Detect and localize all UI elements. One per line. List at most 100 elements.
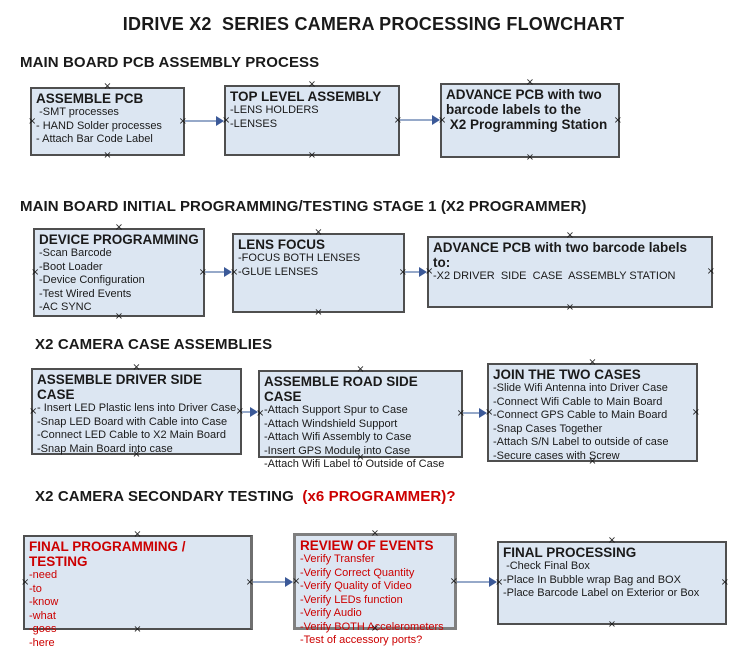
flow-box-assemble-pcb: ASSEMBLE PCB -SMT processes - HAND Solde…	[28, 81, 187, 161]
arrow-head-icon	[479, 408, 487, 418]
flow-arrow	[253, 577, 293, 587]
box-item: -LENS HOLDERS	[230, 104, 319, 117]
connector-handle-icon: ×	[356, 364, 365, 375]
connector-handle-icon: ×	[565, 230, 575, 241]
connector-handle-icon: ×	[103, 81, 112, 92]
box-item: -AC SYNC	[39, 301, 92, 314]
box-item: -Device Configuration	[39, 274, 145, 287]
arrow-head-icon	[216, 116, 224, 126]
box-item: -here	[29, 636, 55, 649]
box-item: -Connect Wifi Cable to Main Board	[493, 395, 663, 408]
flow-box-assemble-driver-side-case: ASSEMBLE DRIVER SIDE CASE - Insert LED P…	[29, 363, 244, 460]
box-item: -Attach Support Spur to Case	[264, 404, 408, 417]
connector-handle-icon: ×	[133, 529, 142, 540]
box-item: -Snap LED Board with Cable into Case	[37, 415, 228, 428]
box-item: -Verify Transfer	[300, 553, 375, 566]
connector-handle-icon: ×	[307, 150, 317, 161]
box-item: -Slide Wifi Antenna into Driver Case	[493, 382, 668, 395]
section-heading-initial-programming: MAIN BOARD INITIAL PROGRAMMING/TESTING S…	[20, 198, 587, 215]
flow-box-join-the-two-cases: JOIN THE TWO CASES -Slide Wifi Antenna i…	[485, 357, 700, 467]
box-title: TOP LEVEL ASSEMBLY	[230, 89, 382, 104]
box-item: -Place In Bubble wrap Bag and BOX	[503, 573, 681, 586]
box-title: DEVICE PROGRAMMING	[39, 232, 199, 247]
arrow-head-icon	[432, 115, 440, 125]
box-item: -Attach Wifi Label to Outside of Case	[264, 458, 445, 471]
flow-arrow	[405, 267, 427, 277]
box-item: - Attach Bar Code Label	[36, 133, 153, 146]
box-item: - HAND Solder processes	[36, 119, 162, 132]
flow-box-final-programming-testing: FINAL PROGRAMMING / TESTING -need -to -k…	[21, 529, 254, 649]
arrow-head-icon	[250, 407, 258, 417]
box-item: -LENSES	[230, 117, 278, 130]
flow-arrow	[457, 577, 497, 587]
box-item: -Scan Barcode	[39, 247, 112, 260]
connector-handle-icon: ×	[314, 307, 323, 318]
flow-box-assemble-road-side-case: ASSEMBLE ROAD SIDE CASE -Attach Support …	[256, 364, 465, 471]
arrow-shaft	[463, 412, 480, 414]
flow-box-lens-focus: LENS FOCUS -FOCUS BOTH LENSES -GLUE LENS…	[230, 227, 407, 318]
flow-box-advance-pcb-programming-station: ADVANCE PCB with two barcode labels to t…	[438, 78, 622, 163]
connector-handle-icon: ×	[103, 150, 112, 161]
connector-handle-icon: ×	[114, 311, 124, 322]
box-item: -Test of accessory ports?	[300, 634, 423, 647]
box-title: ASSEMBLE ROAD SIDE CASE	[264, 374, 422, 405]
flow-box-advance-pcb-driver-side-station: ADVANCE PCB with two barcode labels to: …	[425, 230, 715, 313]
connector-handle-icon: ×	[370, 528, 380, 539]
box-item: -Snap Main Board into case	[37, 442, 173, 455]
arrow-shaft	[400, 119, 433, 121]
arrow-shaft	[253, 581, 286, 583]
box-item: -GLUE LENSES	[238, 265, 319, 278]
box-title: ADVANCE PCB with two barcode labels to:	[433, 240, 691, 271]
flow-box-final-processing: FINAL PROCESSING -Check Final Box -Place…	[495, 536, 729, 630]
box-item: -Connect LED Cable to X2 Main Board	[37, 429, 226, 442]
box-item: -need	[29, 569, 58, 582]
flow-box-device-programming: DEVICE PROGRAMMING -Scan Barcode -Boot L…	[31, 222, 207, 322]
flow-box-review-of-events: REVIEW OF EVENTS -Verify Transfer -Verif…	[292, 528, 458, 647]
box-title: FINAL PROCESSING	[503, 545, 637, 560]
box-item: -Insert GPS Module into Case	[264, 444, 411, 457]
box-item: -SMT processes	[36, 106, 119, 119]
page-title: IDRIVE X2 SERIES CAMERA PROCESSING FLOWC…	[122, 14, 625, 34]
connector-handle-icon: ×	[114, 222, 124, 233]
section-heading-pcb-assembly: MAIN BOARD PCB ASSEMBLY PROCESS	[20, 54, 320, 71]
arrow-shaft	[405, 271, 420, 273]
connector-handle-icon: ×	[588, 357, 597, 368]
box-title: FINAL PROGRAMMING / TESTING	[29, 539, 190, 570]
arrow-head-icon	[489, 577, 497, 587]
connector-handle-icon: ×	[314, 227, 323, 238]
box-item: -what	[29, 609, 56, 622]
box-item: -to	[29, 582, 42, 595]
heading-black-part: X2 CAMERA SECONDARY TESTING	[35, 488, 294, 505]
connector-handle-icon: ×	[565, 302, 575, 313]
box-item: - Insert LED Plastic lens into Driver Ca…	[37, 402, 237, 415]
box-title: LENS FOCUS	[238, 237, 326, 252]
box-item: -know	[29, 596, 59, 609]
flow-arrow	[400, 115, 440, 125]
box-item: -Verify Audio	[300, 607, 362, 620]
box-item: -Verify BOTH Accelerometers	[300, 620, 444, 633]
connector-handle-icon: ×	[525, 152, 535, 163]
arrow-shaft	[185, 120, 217, 122]
box-item: -Verify Correct Quantity	[300, 566, 415, 579]
box-item: -Secure cases with Screw	[493, 449, 620, 462]
box-item: -Test Wired Events	[39, 287, 132, 300]
connector-handle-icon: ×	[307, 79, 317, 90]
arrow-shaft	[242, 411, 251, 413]
box-item: -goes	[29, 623, 57, 636]
box-item: -X2 DRIVER SIDE CASE ASSEMBLY STATION	[433, 270, 676, 283]
box-title: ASSEMBLE DRIVER SIDE CASE	[37, 372, 206, 403]
arrow-shaft	[205, 271, 225, 273]
flow-arrow	[242, 407, 258, 417]
arrow-head-icon	[224, 267, 232, 277]
box-item: -FOCUS BOTH LENSES	[238, 252, 361, 265]
flow-arrow	[463, 408, 487, 418]
box-item: -Attach Wifi Assembly to Case	[264, 431, 412, 444]
flow-arrow	[185, 116, 224, 126]
box-title: REVIEW OF EVENTS	[300, 538, 434, 553]
heading-red-part: (x6 PROGRAMMER)?	[293, 488, 456, 505]
section-heading-case-assemblies: X2 CAMERA CASE ASSEMBLIES	[35, 336, 273, 353]
box-title: JOIN THE TWO CASES	[493, 367, 641, 382]
box-item: -Connect GPS Cable to Main Board	[493, 409, 668, 422]
flow-arrow	[205, 267, 232, 277]
